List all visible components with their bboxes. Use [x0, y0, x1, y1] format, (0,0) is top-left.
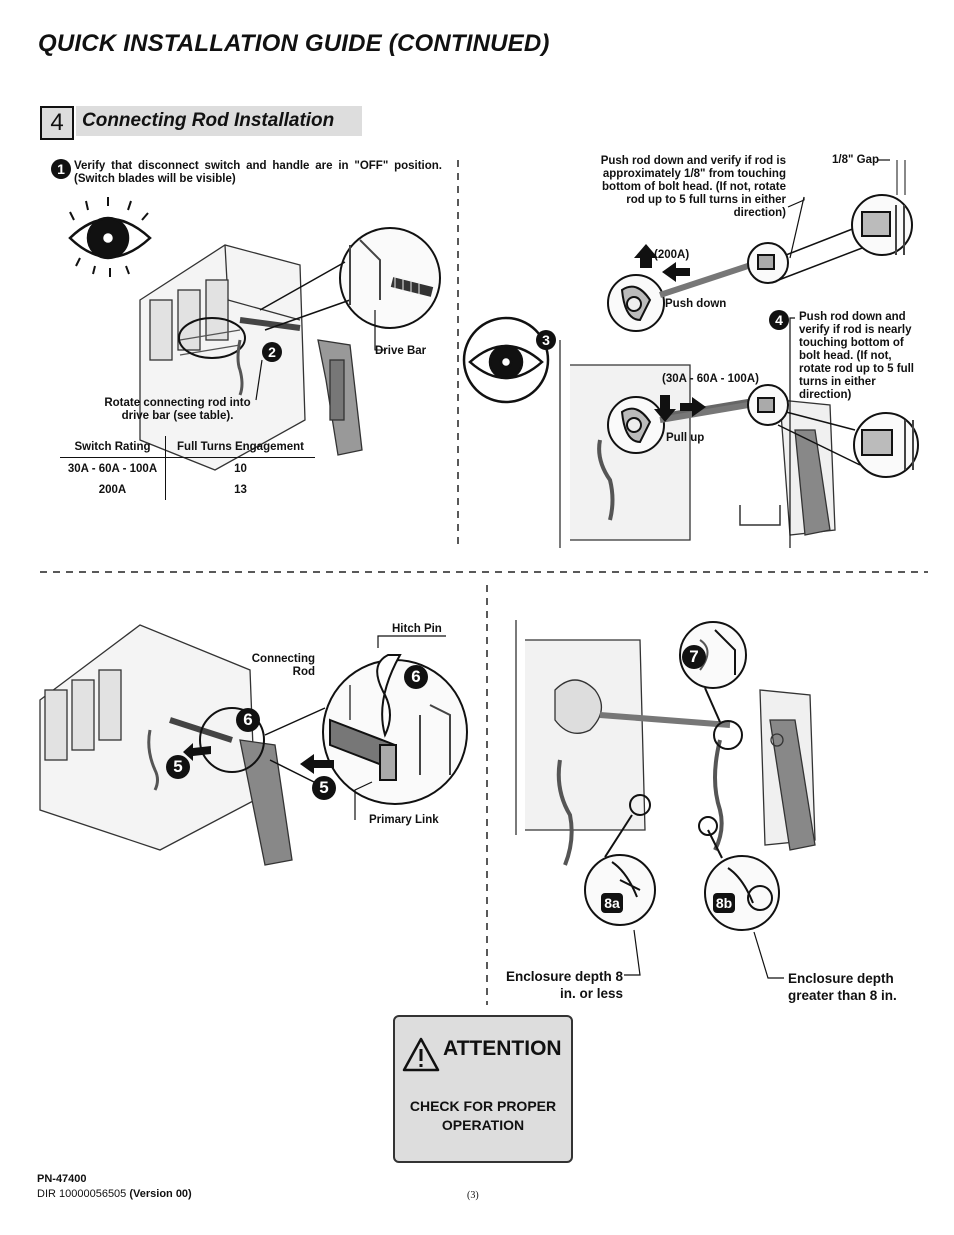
step-8a-label: 8a: [601, 893, 623, 913]
step-4-text: Push rod down and verify if rod is nearl…: [799, 311, 914, 401]
primary-link-label: Primary Link: [369, 814, 439, 826]
step-7-bubble: 7: [682, 645, 706, 669]
step-5-bubble: 5: [312, 776, 336, 800]
step-3-bubble: 3: [536, 330, 556, 350]
document-id: DIR 10000056505 (Version 00): [37, 1188, 192, 1200]
table-cell: 200A: [60, 479, 166, 500]
rod-200a-drawing: [607, 160, 913, 332]
section-number: 4: [40, 106, 74, 140]
step-2-text: Rotate connecting rod into drive bar (se…: [104, 397, 251, 422]
table-header-rating: Switch Rating: [60, 436, 166, 458]
attention-title: ATTENTION: [443, 1037, 562, 1060]
arrows-bottom-left: [183, 743, 334, 774]
table-cell: 13: [234, 483, 247, 496]
gap-label: 1/8" Gap: [832, 154, 879, 166]
push-rod-note: Push rod down and verify if rod is appro…: [600, 155, 786, 219]
eye-icon: [68, 197, 152, 277]
page-title: QUICK INSTALLATION GUIDE (CONTINUED): [38, 30, 550, 57]
drive-bar-zoom: [259, 227, 441, 351]
rating-small-label: (30A - 60A - 100A): [662, 373, 759, 385]
zoom-7: [679, 621, 747, 750]
step-8b-text: Enclosure depth greater than 8 in.: [788, 971, 897, 1003]
page-number: (3): [467, 1190, 479, 1201]
drive-bar-label: Drive Bar: [375, 345, 427, 357]
step-5-bubble: 5: [166, 755, 190, 779]
step-8a-text: Enclosure depth 8 in. or less: [505, 969, 623, 1001]
eye-icon-2: [462, 316, 550, 404]
step-8b-label: 8b: [713, 893, 735, 913]
rating-200a-label: (200A): [654, 249, 690, 261]
dir-number: DIR 10000056505: [37, 1188, 127, 1200]
table-cell: 30A - 60A - 100A: [60, 457, 166, 479]
step-1-bubble: 1: [51, 159, 71, 179]
table-cell: 10: [234, 462, 247, 475]
attention-box: ATTENTION CHECK FOR PROPER OPERATION: [393, 1015, 573, 1163]
step-6-bubble: 6: [236, 708, 260, 732]
rod-small-drawing: [607, 384, 919, 478]
part-number: PN-47400: [37, 1173, 87, 1185]
step-2-bubble: 2: [262, 342, 282, 362]
table-header-turns: Full Turns Engagement: [177, 440, 304, 453]
hitch-pin-label: Hitch Pin: [392, 623, 442, 635]
step-6-bubble: 6: [404, 665, 428, 689]
push-down-label: Push down: [665, 298, 727, 310]
hitch-pin-zoom: [264, 654, 468, 805]
step-4-bubble: 4: [769, 310, 789, 330]
pull-up-label: Pull up: [666, 432, 705, 444]
attention-text: CHECK FOR PROPER OPERATION: [409, 1098, 557, 1133]
switch-drawing-3: [39, 624, 293, 866]
switch-rating-table: Switch Rating Full Turns Engagement 30A …: [60, 436, 315, 500]
switch-drawing-1: [139, 244, 363, 471]
arrows-top: [634, 244, 706, 422]
connecting-rod-label: Connecting Rod: [251, 653, 315, 678]
warning-icon: [402, 1037, 440, 1072]
step-1-text: Verify that disconnect switch and handle…: [74, 160, 442, 185]
switch-drawing-4: [515, 620, 816, 866]
version: (Version 00): [129, 1188, 192, 1200]
section-title: Connecting Rod Installation: [76, 106, 362, 136]
